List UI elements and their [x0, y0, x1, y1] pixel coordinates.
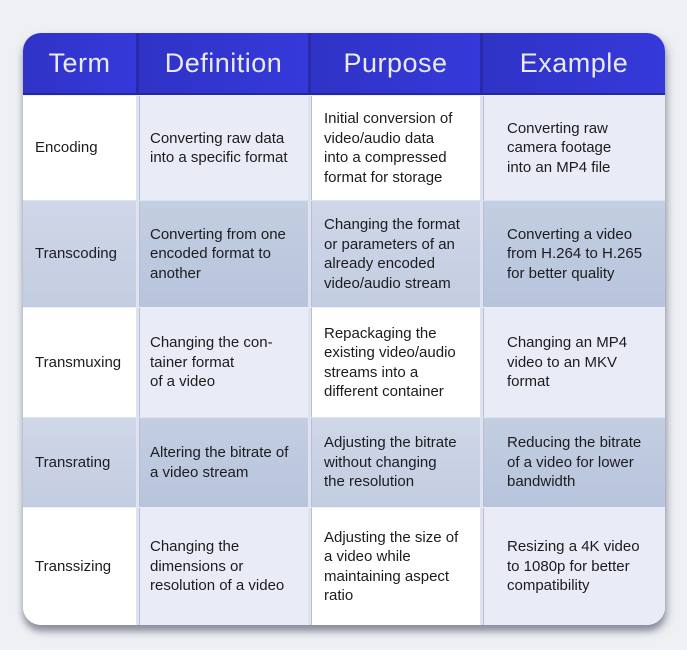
- term-cell: Transrating: [23, 417, 136, 507]
- column-header-term: Term: [23, 33, 136, 95]
- definition-cell: Altering the bitrate of a video stream: [136, 417, 308, 507]
- example-cell: Reducing the bitrate of a video for lowe…: [480, 417, 665, 507]
- purpose-cell: Initial conversion of video/audio data i…: [308, 95, 480, 200]
- definition-cell: Converting from one encoded format to an…: [136, 200, 308, 307]
- term-cell: Transsizing: [23, 507, 136, 625]
- example-cell: Resizing a 4K video to 1080p for better …: [480, 507, 665, 625]
- video-terminology-table: Term Definition Purpose Example Encoding…: [23, 33, 665, 625]
- term-cell: Transcoding: [23, 200, 136, 307]
- example-cell: Changing an MP4 video to an MKV format: [480, 307, 665, 417]
- definition-cell: Changing the con- tainer format of a vid…: [136, 307, 308, 417]
- purpose-cell: Adjusting the size of a video while main…: [308, 507, 480, 625]
- definition-cell: Changing the dimensions or resolution of…: [136, 507, 308, 625]
- definition-cell: Converting raw data into a specific form…: [136, 95, 308, 200]
- example-cell: Converting a video from H.264 to H.265 f…: [480, 200, 665, 307]
- term-cell: Transmuxing: [23, 307, 136, 417]
- column-header-definition: Definition: [136, 33, 308, 95]
- purpose-cell: Changing the format or parameters of an …: [308, 200, 480, 307]
- term-cell: Encoding: [23, 95, 136, 200]
- column-header-example: Example: [480, 33, 665, 95]
- column-header-purpose: Purpose: [308, 33, 480, 95]
- example-cell: Converting raw camera footage into an MP…: [480, 95, 665, 200]
- purpose-cell: Adjusting the bitrate without changing t…: [308, 417, 480, 507]
- purpose-cell: Repackaging the existing video/audio str…: [308, 307, 480, 417]
